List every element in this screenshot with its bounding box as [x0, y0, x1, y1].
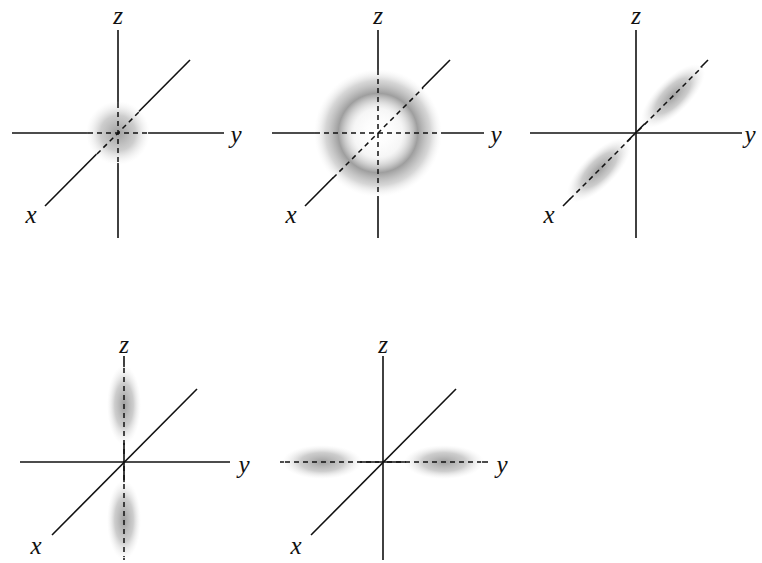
- axes: [12, 30, 742, 560]
- axis-label: x: [543, 202, 554, 227]
- axis-label: y: [496, 452, 507, 477]
- axis-label: y: [238, 452, 249, 477]
- axis-label: x: [30, 533, 41, 558]
- axis-label: y: [744, 122, 755, 147]
- axis-label: y: [490, 122, 501, 147]
- axis-label: y: [230, 122, 241, 147]
- axis-label: x: [285, 202, 296, 227]
- axis-label: z: [113, 3, 123, 28]
- axis-label: z: [631, 3, 641, 28]
- axis-label: z: [373, 3, 383, 28]
- axis-label: z: [119, 332, 129, 357]
- orbital-clouds: [86, 54, 715, 560]
- hidden-axes: [88, 67, 702, 557]
- axis-label: x: [25, 202, 36, 227]
- axis-label: x: [290, 533, 301, 558]
- axis-label: z: [378, 332, 388, 357]
